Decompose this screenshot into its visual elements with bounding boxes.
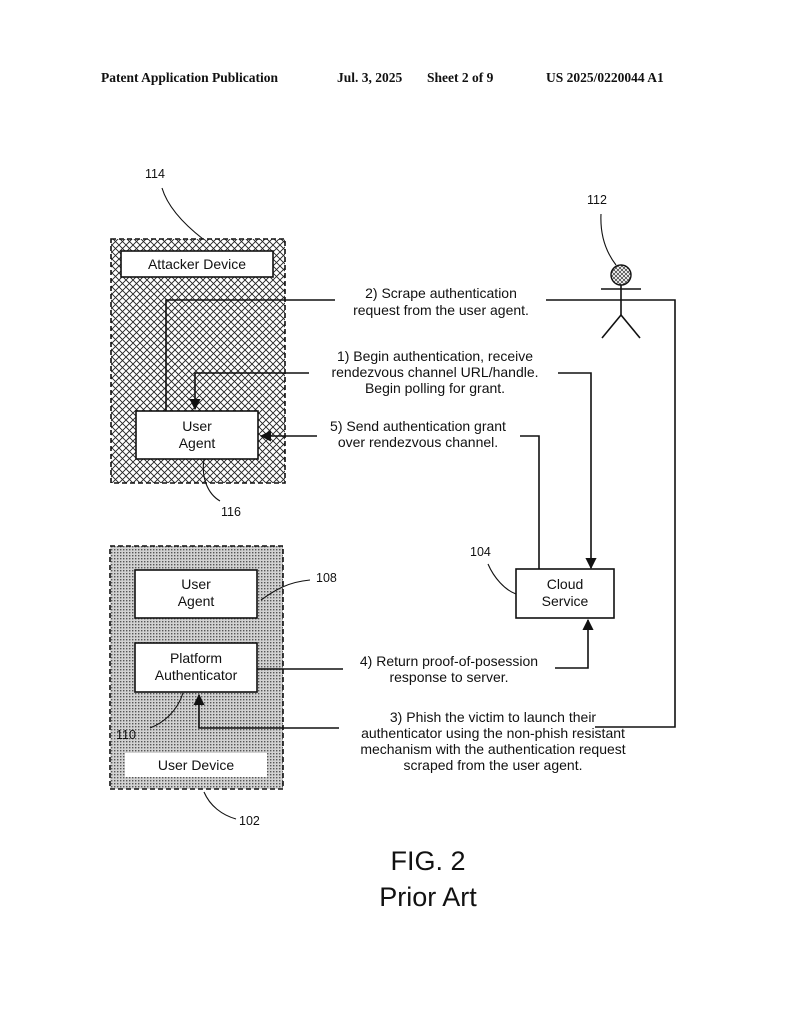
cloud-service-box [515,568,615,619]
attacker-user-agent-label-line1: User [182,418,212,434]
stick-figure-head-icon [610,264,632,286]
ref-108-leader [260,579,311,601]
figure-caption: FIG. 2 Prior Art [379,846,477,912]
platform-authenticator-label-line2: Authenticator [155,667,238,683]
step-5-text-line2: over rendezvous channel. [338,434,498,450]
stick-figure-legs [601,313,641,339]
platform-authenticator-box [134,642,258,693]
step-2-connector: 2) Scrape authentication request from th… [165,285,676,728]
user-device-label: User Device [158,757,234,773]
ref-116-leader [202,458,221,502]
step-4-connector: 4) Return proof-of-posession response to… [257,618,594,685]
ref-112: 112 [587,193,607,207]
attacker-user-agent-label-line2: Agent [179,435,216,451]
ref-110-leader [149,692,184,729]
ref-102-leader [203,791,237,820]
user-agent-label-line2: Agent [178,593,215,609]
cloud-service-label-line1: Cloud [547,576,584,592]
platform-authenticator-label-line1: Platform [170,650,222,666]
step-2-text-line1: 2) Scrape authentication [365,285,517,301]
step-3-text-line4: scraped from the user agent. [404,757,583,773]
figure-subtitle: Prior Art [379,882,477,912]
step-2-text-line2: request from the user agent. [353,302,529,318]
ref-104: 104 [470,545,491,559]
publication-type: Patent Application Publication [101,70,279,85]
step-5-line-right [520,435,540,569]
user-device-title-box [125,753,267,777]
ref-110: 110 [116,728,136,742]
step-3-line-left [193,693,339,729]
attacker-device: Attacker Device User Agent [110,238,286,484]
cloud-service: Cloud Service 104 [470,545,615,619]
step-1-connector: 1) Begin authentication, receive rendezv… [189,348,597,570]
cloud-service-label-line2: Service [542,593,589,609]
step-5-connector: 5) Send authentication grant over rendez… [259,418,540,569]
step-1-text-line3: Begin polling for grant. [365,380,505,396]
ref-104-leader [487,563,517,595]
user-agent-label-line1: User [181,576,211,592]
figure-title: FIG. 2 [390,846,465,876]
step-1-line-right [558,372,597,570]
step-3-text-line1: 3) Phish the victim to launch their [390,709,597,725]
ref-102: 102 [239,814,260,828]
step-2-line-left [165,299,335,411]
ref-116: 116 [221,505,241,519]
publication-number: US 2025/0220044 A1 [546,70,664,85]
sheet-number: Sheet 2 of 9 [427,70,494,85]
step-3-connector: 3) Phish the victim to launch their auth… [193,693,626,773]
attacker-user-agent-box [135,410,259,460]
ref-112-leader [600,213,617,266]
step-4-line-right [555,618,594,669]
step-1-text-line2: rendezvous channel URL/handle. [331,364,538,380]
ref-114-leader [161,187,204,240]
step-4-text-line2: response to server. [389,669,508,685]
step-1-line-left [189,372,309,411]
user-stick-figure: 112 [587,193,641,339]
step-3-text-line3: mechanism with the authentication reques… [360,741,625,757]
publication-date: Jul. 3, 2025 [337,70,403,85]
step-3-text-line2: authenticator using the non-phish resist… [361,725,625,741]
user-device: User Agent Platform Authenticator User D… [109,545,284,790]
step-2-3-line-right [546,299,676,728]
page-header: Patent Application Publication Jul. 3, 2… [101,70,664,85]
step-4-text-line1: 4) Return proof-of-posession [360,653,538,669]
attacker-device-title-box [120,250,274,278]
step-1-text-line1: 1) Begin authentication, receive [337,348,533,364]
attacker-device-label: Attacker Device [148,256,246,272]
ref-114: 114 [145,167,165,181]
step-5-text-line1: 5) Send authentication grant [330,418,506,434]
ref-108: 108 [316,571,337,585]
user-agent-box [134,569,258,619]
